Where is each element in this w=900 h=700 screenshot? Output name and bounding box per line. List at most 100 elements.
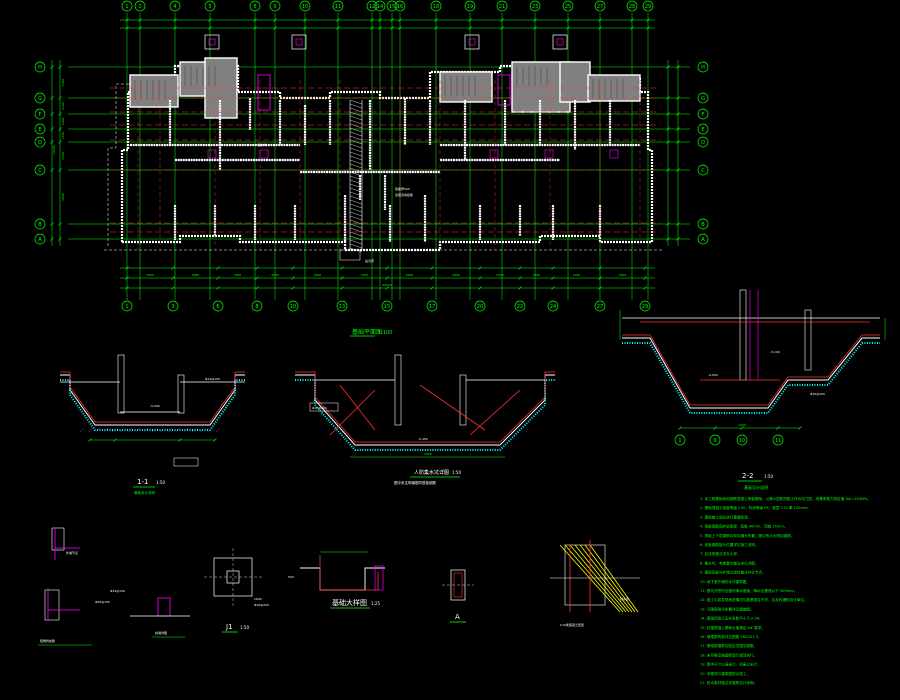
sec1-soil-hatch xyxy=(95,427,101,433)
axis-bubble-right-A-circle xyxy=(697,233,709,245)
dim-tick xyxy=(666,237,670,241)
sec1-soil-hatch xyxy=(167,427,173,433)
dim-tick xyxy=(666,65,670,69)
axis-bubble-top-4-circle xyxy=(204,0,216,12)
sec2-elev-2: -4.050 xyxy=(708,373,718,377)
dim-tick xyxy=(370,18,374,22)
axis-bubble-top-14-circle xyxy=(464,0,476,12)
dim-tick xyxy=(676,168,680,172)
sec2-axis-bubble-1-label: 1 xyxy=(678,438,681,444)
elevator-pit xyxy=(497,74,511,106)
column-pad xyxy=(544,149,554,159)
axis-bubble-left-B-circle xyxy=(34,218,46,230)
dim-text-left-1: 1500 xyxy=(61,79,65,87)
stair-core-6 xyxy=(559,61,591,103)
dim-tick xyxy=(58,65,62,69)
note-line-1: 1. 本工程基础采用钢筋混凝土筏板基础，以第③层粉质黏土作为持力层，地基承载力特… xyxy=(700,496,871,501)
axis-bubble-top-6-label: 9 xyxy=(273,4,276,10)
j1-scale: 1:50 xyxy=(240,625,249,630)
axis-bubble-right-H-circle xyxy=(697,61,709,73)
axis-bubble-left-H-circle xyxy=(34,61,46,73)
dim-tick xyxy=(646,18,650,22)
pit-wall-left xyxy=(394,354,402,426)
dim-tick xyxy=(676,237,680,241)
axis-bubble-right-E-circle xyxy=(697,123,709,135)
pit-note: 图中未注明钢筋同底板钢筋 xyxy=(394,480,436,485)
dim-tick xyxy=(138,26,142,30)
dim-tick xyxy=(390,26,394,30)
dim-tick xyxy=(253,18,257,22)
note-line-2: 2. 基础混凝土强度等级 C30，抗渗等级 P6，垫层 C15 厚 100mm。 xyxy=(700,505,811,510)
sec1-trench-rebar xyxy=(60,371,245,423)
axis-bubble-bottom-13-circle xyxy=(639,300,651,312)
dim-tick xyxy=(385,266,389,270)
dim-tick xyxy=(303,18,307,22)
post-pour-hatch xyxy=(349,159,363,165)
axis-bubble-top-11-label: 15 xyxy=(389,4,395,10)
plan-walls xyxy=(104,34,664,253)
post-pour-hatch xyxy=(349,211,363,217)
post-pour-hatch xyxy=(349,131,363,137)
raft-detail-thk: 500 xyxy=(288,575,294,579)
sec1-soil-hatch xyxy=(175,427,181,433)
axis-bubble-top-17-label: 25 xyxy=(565,4,571,10)
axis-bubble-left-F-label: F xyxy=(39,112,42,118)
dim-text-left-2: 2100 xyxy=(61,102,65,110)
roof-pit-4 xyxy=(552,34,568,50)
note-line-11: 11. 基坑开挖时应做好降水措施，降水至基底以下 500mm。 xyxy=(700,588,797,593)
dim-tick xyxy=(551,266,555,270)
axis-bubble-bottom-3-label: 6 xyxy=(216,304,219,310)
axis-bubble-left-C-label: C xyxy=(38,168,42,174)
sec2-axis-bubble-1-circle xyxy=(674,434,686,446)
axis-bubble-left-E-label: E xyxy=(38,127,41,133)
sec1-soil-hatch xyxy=(127,427,133,433)
dim-text-left-3: 1200 xyxy=(61,118,65,126)
post-pour-hatch xyxy=(349,219,363,225)
corner-diagonal-bar xyxy=(579,544,633,613)
column-pad xyxy=(609,149,619,159)
axis-bubble-bottom-9-label: 20 xyxy=(477,304,483,310)
axis-bubble-left-G-circle xyxy=(34,92,46,104)
post-pour-hatch xyxy=(349,155,363,161)
axis-bubble-top-11-circle xyxy=(386,0,398,12)
axis-bubble-right-H-label: H xyxy=(701,65,705,71)
dim-tick xyxy=(291,286,295,290)
dim-tick xyxy=(58,127,62,131)
sec1-soil-hatch xyxy=(111,427,117,433)
section-2-title: 2-2 xyxy=(742,472,753,480)
axis-bubble-top-16-circle xyxy=(529,0,541,12)
axis-bubble-top-16-label: 23 xyxy=(532,4,538,10)
axis-bubble-bottom-5-label: 10 xyxy=(290,304,296,310)
pit-diag-rebar xyxy=(329,389,376,436)
dim-tick xyxy=(533,18,537,22)
axis-bubble-top-20-circle xyxy=(642,0,654,12)
dim-tick xyxy=(713,426,717,430)
axis-bubble-top-18-label: 27 xyxy=(597,4,603,10)
axis-bubble-top-8-label: 11 xyxy=(335,4,341,10)
raft-detail-pier xyxy=(374,565,384,591)
roof-pit-1 xyxy=(204,34,220,50)
dim-tick xyxy=(216,286,220,290)
pit-width-label: 2000 xyxy=(424,452,432,456)
dim-tick xyxy=(776,426,780,430)
dim-tick xyxy=(138,18,142,22)
axis-bubble-bottom-10-circle xyxy=(514,300,526,312)
section-2-scale: 1:50 xyxy=(764,474,773,479)
note-line-8: 8. 集水坑、电梯基坑做法详见详图。 xyxy=(700,560,758,565)
pit-title: 人防集水坑详图 xyxy=(414,469,449,476)
axis-bubble-right-G-label: G xyxy=(701,96,705,102)
dim-tick xyxy=(336,26,340,30)
post-pour-hatch xyxy=(349,183,363,189)
dim-tick xyxy=(125,26,129,30)
dim-tick xyxy=(385,276,389,280)
note-line-13: 13. 沉降观测点布置详见建施图。 xyxy=(700,606,754,611)
corner-diagonal-bar xyxy=(564,544,624,613)
dim-tick xyxy=(50,222,54,226)
dim-tick xyxy=(740,426,744,430)
dim-tick xyxy=(566,26,570,30)
dim-tick xyxy=(430,276,434,280)
dim-tick xyxy=(291,266,295,270)
